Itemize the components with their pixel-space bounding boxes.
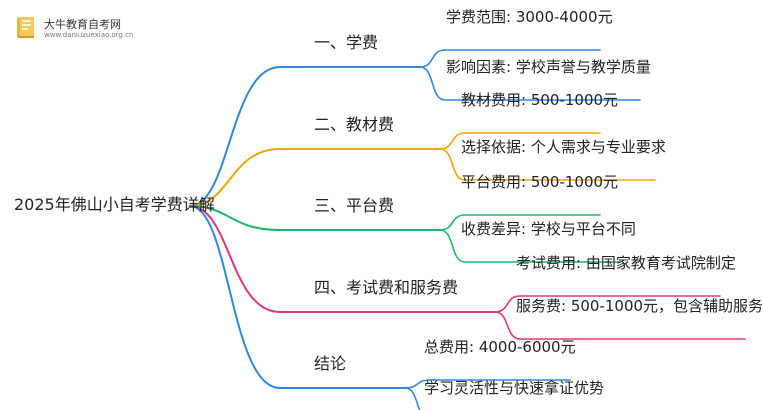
leaf-4-1-label: 考试费用: 由国家教育考试院制定	[516, 254, 736, 272]
branch-1-label: 一、学费	[314, 33, 379, 52]
leaf-2-2-label: 选择依据: 个人需求与专业要求	[461, 138, 666, 156]
branch-5-label: 结论	[314, 354, 347, 373]
connector-branch-4-leaf-2	[494, 311, 746, 340]
connector-branch-4-leaf-1	[494, 295, 721, 313]
connector-root-branch-5	[189, 205, 406, 389]
leaf-1-1-label: 学费范围: 3000-4000元	[446, 8, 613, 26]
leaf-2-1-label: 教材费用: 500-1000元	[461, 91, 619, 109]
connector-branch-3-leaf-1	[439, 214, 601, 231]
leaf-3-2-label: 收费差异: 学校与平台不同	[461, 220, 636, 238]
root-node-label: 2025年佛山小自考学费详解	[14, 195, 215, 214]
logo-url-text: www.daniuzuexiao.org.cn	[44, 31, 134, 39]
leaf-1-2-label: 影响因素: 学校声誉与教学质量	[446, 58, 651, 76]
connector-branch-5-leaf-2	[404, 387, 421, 410]
branch-3-label: 三、平台费	[314, 196, 395, 215]
connector-branch-2-leaf-2	[439, 148, 656, 181]
leaf-4-2-label: 服务费: 500-1000元，包含辅助服务	[516, 297, 763, 315]
connector-root-branch-4	[189, 205, 496, 313]
leaf-3-1-label: 平台费用: 500-1000元	[461, 173, 619, 191]
connector-branch-1-leaf-2	[419, 66, 641, 101]
connector-branch-3-leaf-2	[439, 229, 621, 263]
connector-branch-5-leaf-1	[404, 379, 571, 389]
logo-brand-text: 大牛教育自考网	[44, 18, 121, 31]
logo: 大牛教育自考网 www.daniuzuexiao.org.cn	[14, 12, 154, 46]
connector-branch-2-leaf-1	[439, 132, 601, 150]
logo-book-icon	[17, 17, 34, 38]
connector-root-branch-2	[189, 148, 441, 207]
branch-2-label: 二、教材费	[314, 115, 395, 134]
connector-root-branch-3	[189, 205, 441, 231]
leaf-5-1-label: 总费用: 4000-6000元	[424, 338, 576, 356]
leaf-5-2-label: 学习灵活性与快速拿证优势	[424, 379, 605, 397]
branch-4-label: 四、考试费和服务费	[314, 278, 459, 297]
connector-root-branch-1	[189, 66, 421, 207]
connector-branch-1-leaf-1	[419, 49, 601, 68]
